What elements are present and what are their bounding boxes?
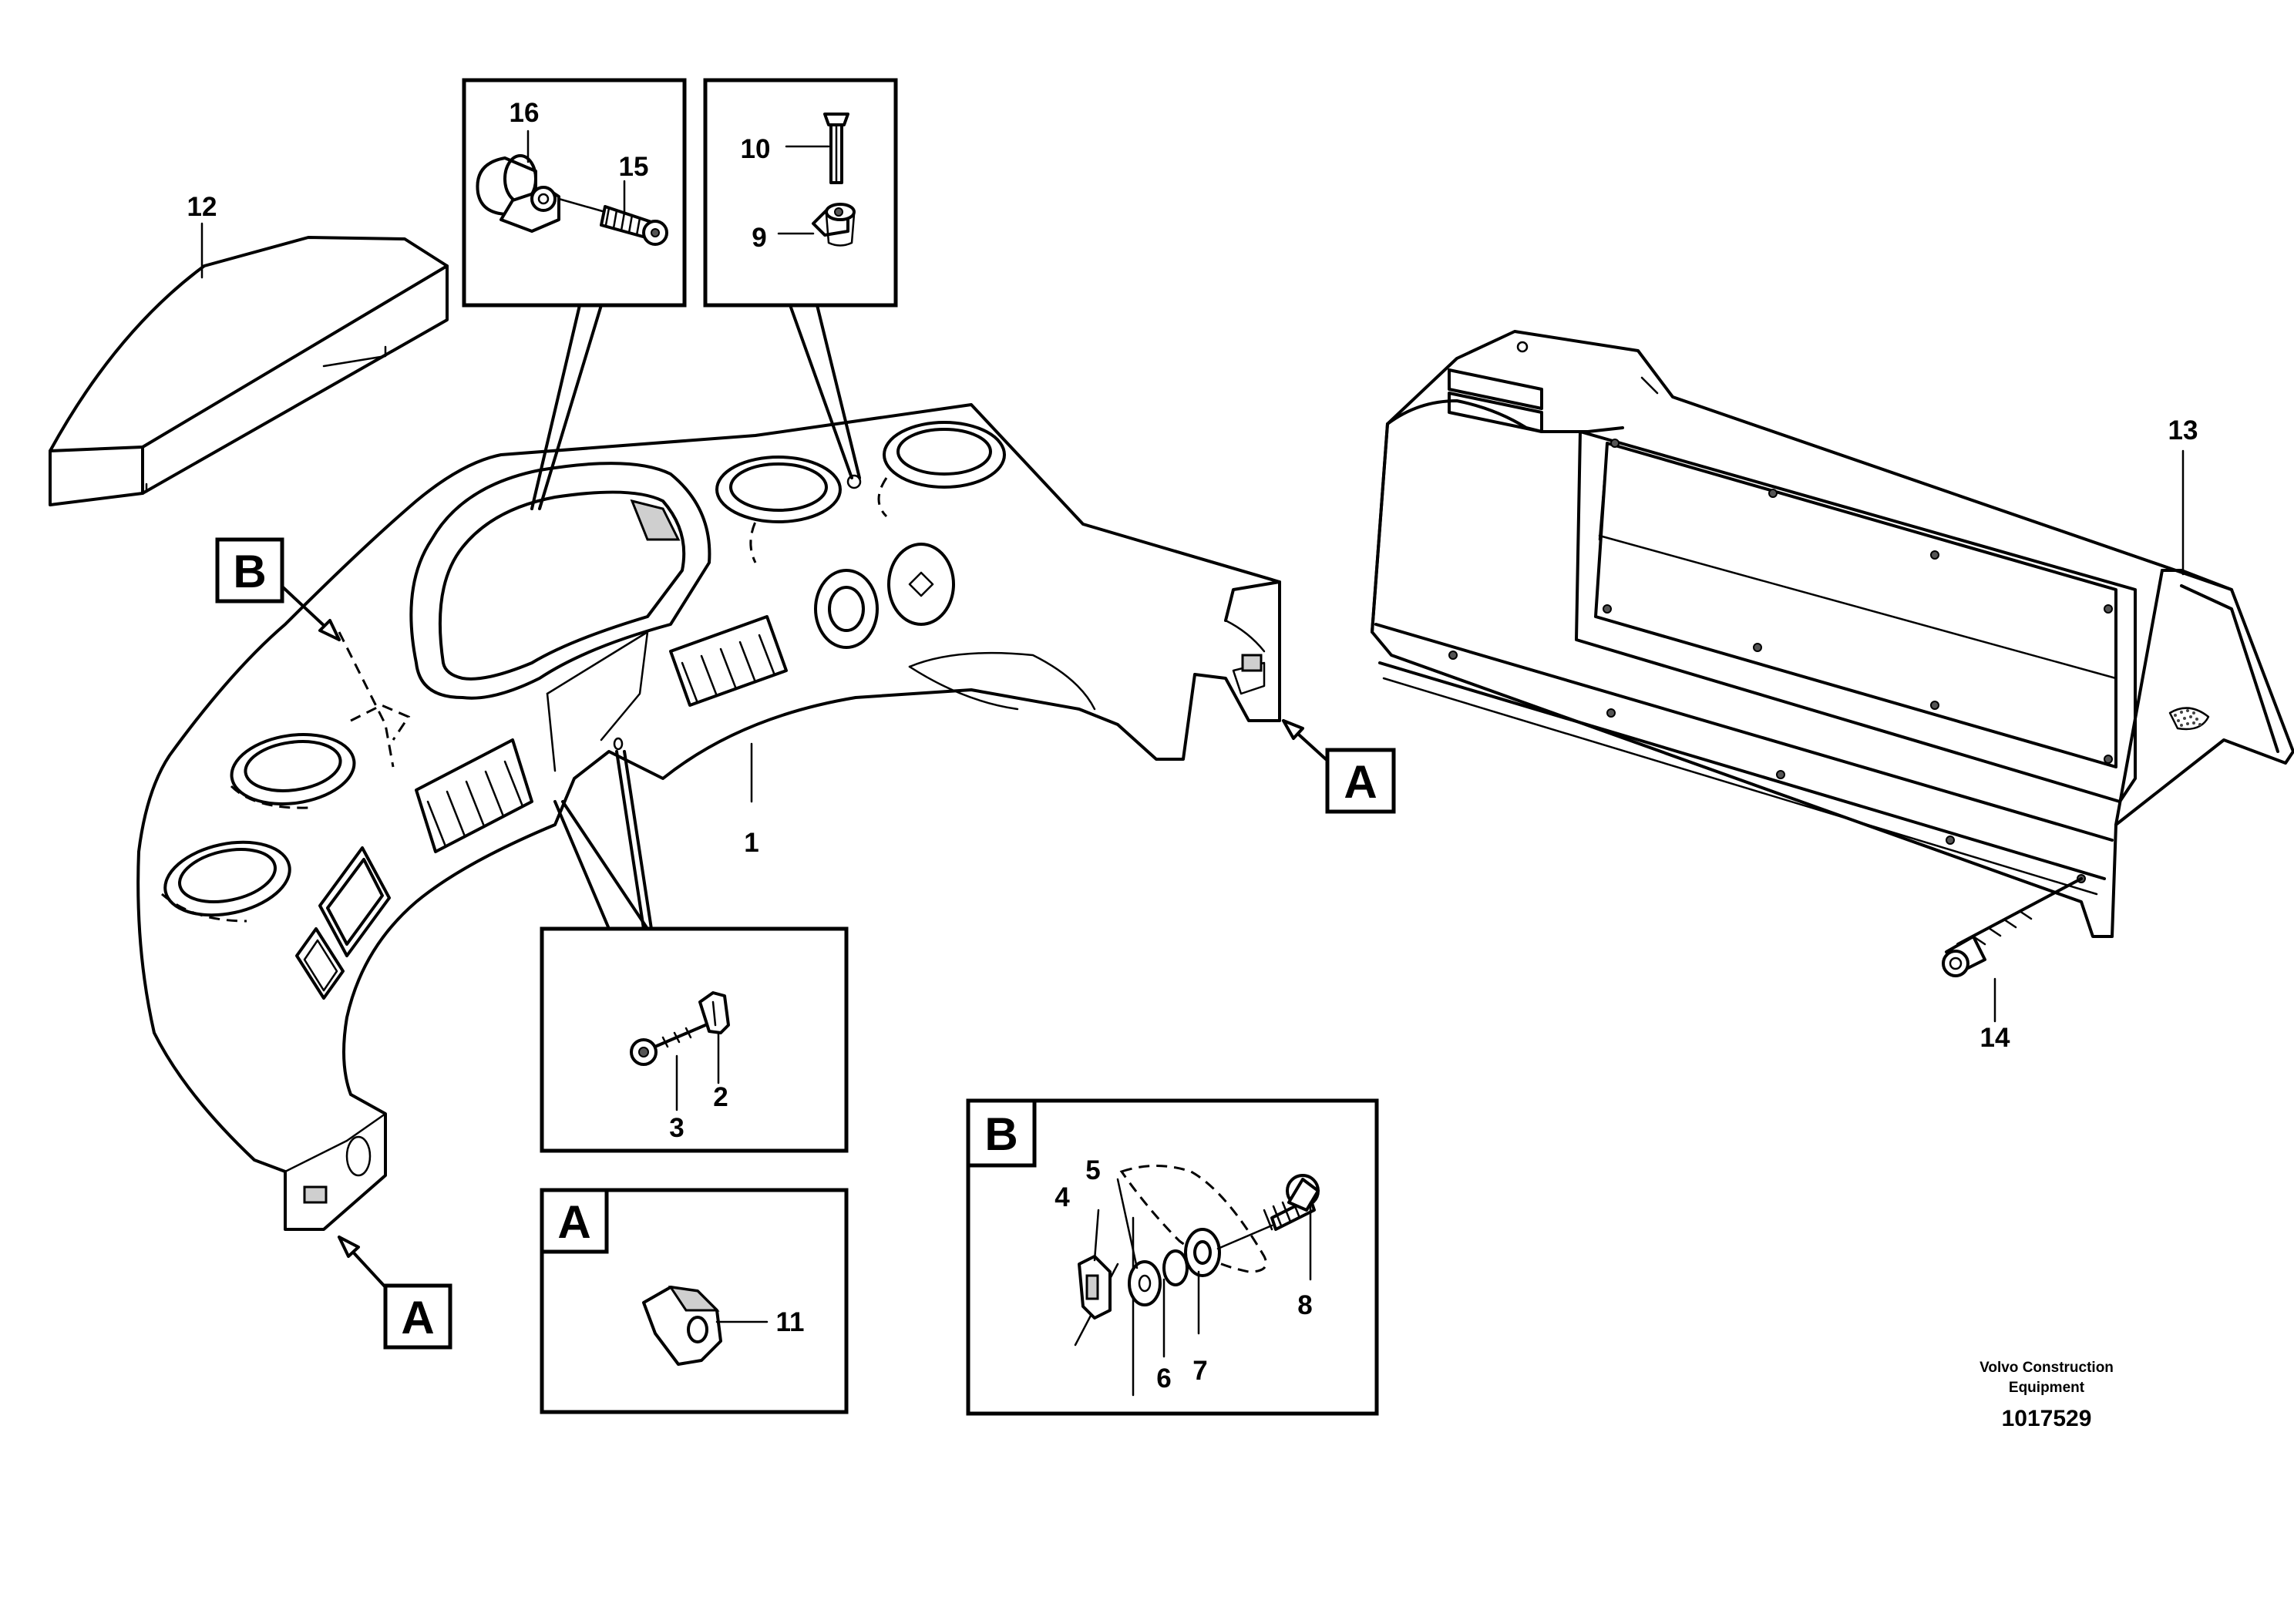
label-7: 7: [1192, 1356, 1207, 1386]
brand-line-2: Equipment: [2009, 1380, 2085, 1396]
label-2: 2: [713, 1082, 728, 1112]
view-marker-a-detail: A: [557, 1196, 590, 1248]
label-8: 8: [1297, 1290, 1312, 1320]
leader-lines: [280, 304, 2185, 1289]
label-13: 13: [2168, 415, 2198, 446]
view-marker-boxes: [215, 537, 1396, 1350]
detail-box-2-3: [540, 926, 849, 1153]
view-marker-a-left: A: [401, 1292, 434, 1343]
label-3: 3: [669, 1113, 684, 1143]
part-13-rear-panel: [1371, 330, 2294, 938]
detail-box-9-10: [703, 78, 898, 308]
label-16: 16: [510, 98, 540, 128]
label-12: 12: [187, 192, 217, 222]
part-13-texture: [2174, 709, 2202, 727]
brand-line-1: Volvo Construction: [1980, 1360, 2114, 1376]
label-6: 6: [1156, 1363, 1171, 1394]
label-5: 5: [1085, 1155, 1100, 1185]
label-9: 9: [752, 223, 766, 253]
view-marker-a-right: A: [1344, 756, 1377, 808]
view-marker-b-main: B: [233, 546, 266, 597]
part-1-dashboard-panel: [136, 403, 1281, 1231]
label-4: 4: [1054, 1182, 1070, 1212]
document-number: 1017529: [2002, 1406, 2092, 1431]
detail-box-4-8: [966, 1098, 1379, 1416]
label-1: 1: [744, 828, 758, 858]
label-11: 11: [776, 1307, 805, 1337]
detail-box-15-16: [462, 78, 687, 308]
part-14-bolt: [1942, 877, 2083, 977]
view-marker-b-detail: B: [984, 1108, 1018, 1160]
label-14: 14: [1980, 1023, 2010, 1053]
detail-box-11: [540, 1188, 849, 1414]
part-12-side-cover: [49, 222, 449, 506]
label-15: 15: [619, 152, 649, 182]
label-10: 10: [741, 134, 771, 164]
